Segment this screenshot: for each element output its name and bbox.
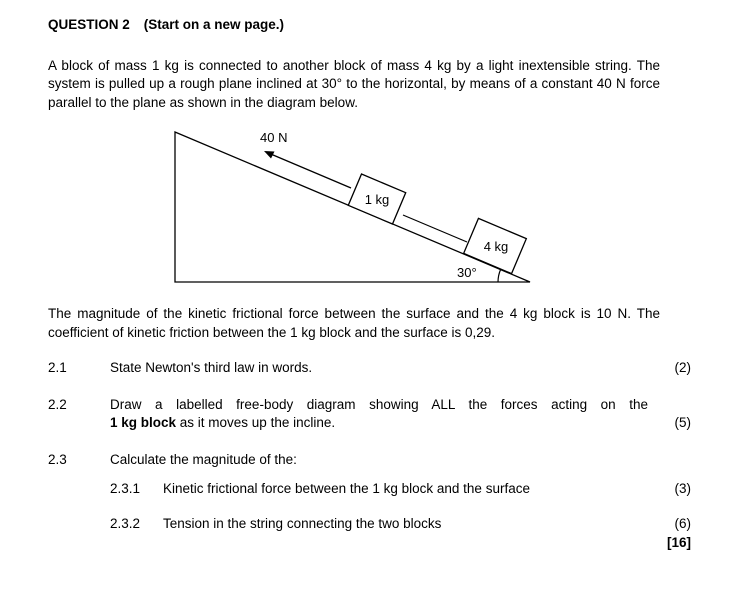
- question-2-3-2: 2.3.2 Tension in the string connecting t…: [48, 515, 691, 552]
- question-2-2-line2: 1 kg block as it moves up the incline.: [110, 414, 648, 433]
- question-2-2-rest: as it moves up the incline.: [176, 415, 336, 430]
- question-2-3-2-marks: (6) [16]: [667, 515, 691, 552]
- question-2-3-2-number: 2.3.2: [110, 516, 141, 531]
- question-2-1-number: 2.1: [48, 360, 67, 375]
- question-title: QUESTION 2 (Start on a new page.): [48, 16, 736, 35]
- question-2-2-bold: 1 kg block: [110, 415, 177, 430]
- force-arrow-line: [265, 151, 352, 189]
- intro-paragraph: A block of mass 1 kg is connected to ano…: [48, 57, 660, 110]
- angle-label: 30°: [457, 265, 477, 280]
- incline-diagram: 40 N 1 kg 4 kg 30°: [160, 122, 580, 297]
- question-2-3-1-marks: (3): [674, 481, 692, 496]
- question-2-3-number: 2.3: [48, 451, 67, 467]
- question-2-2-number: 2.2: [48, 396, 67, 412]
- block-4kg: [462, 217, 528, 275]
- friction-paragraph: The magnitude of the kinetic frictional …: [48, 306, 660, 340]
- question-2-2-text: Draw a labelled free-body diagram showin…: [110, 396, 648, 433]
- question-title-sub: (Start on a new page.): [143, 17, 285, 32]
- question-2-3-text: Calculate the magnitude of the:: [110, 451, 297, 467]
- question-2-3-1-number: 2.3.1: [110, 481, 141, 496]
- question-2-1-marks: (2): [674, 360, 692, 375]
- question-2-3-2-text: Tension in the string connecting the two…: [163, 516, 442, 531]
- incline-diagram-svg: 40 N 1 kg 4 kg 30°: [174, 130, 531, 283]
- question-2-2: 2.2 Draw a labelled free-body diagram sh…: [48, 396, 691, 433]
- question-2-1-text: State Newton's third law in words.: [110, 360, 313, 375]
- string-line: [402, 214, 468, 243]
- question-2-2-marks: (5): [674, 415, 692, 430]
- question-2-3: 2.3 Calculate the magnitude of the:: [48, 451, 691, 470]
- question-list: 2.1 State Newton's third law in words. (…: [48, 359, 691, 552]
- question-title-main: QUESTION 2: [48, 17, 130, 32]
- question-2-3-1-text: Kinetic frictional force between the 1 k…: [163, 481, 530, 496]
- question-2-2-line1: Draw a labelled free-body diagram showin…: [110, 396, 648, 412]
- question-2-1: 2.1 State Newton's third law in words. (…: [48, 359, 691, 378]
- question-total-marks: [16]: [666, 534, 691, 550]
- block-1kg-label: 1 kg: [365, 192, 390, 207]
- angle-arc: [497, 269, 502, 283]
- question-2-3-1: 2.3.1 Kinetic frictional force between t…: [48, 480, 691, 499]
- force-label: 40 N: [260, 130, 287, 145]
- block-1kg: [347, 173, 407, 225]
- question-2-3-2-mark-value: (6): [674, 516, 692, 531]
- block-4kg-label: 4 kg: [484, 239, 509, 254]
- force-arrow-head: [264, 151, 275, 159]
